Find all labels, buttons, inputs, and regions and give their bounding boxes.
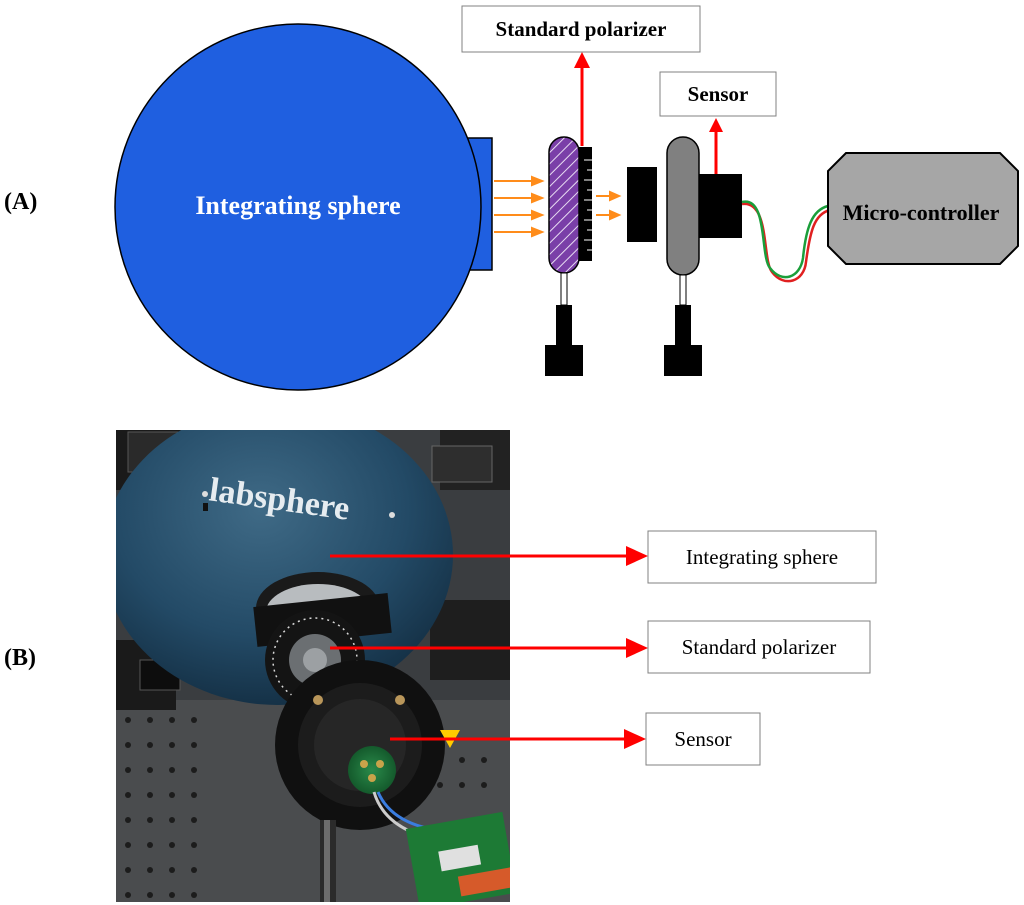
sensor-assembly bbox=[627, 136, 742, 376]
polarizer-disc bbox=[548, 136, 580, 274]
setup-photo: labsphere bbox=[116, 430, 510, 902]
panel-b-label: (B) bbox=[4, 645, 36, 671]
integrating-sphere: Integrating sphere bbox=[114, 23, 493, 391]
photo-sensor-board bbox=[348, 746, 396, 794]
panel-a-label: (A) bbox=[4, 189, 37, 215]
polarizer-label: Standard polarizer bbox=[496, 17, 667, 41]
controller-label: Micro-controller bbox=[843, 200, 1000, 225]
controller-body bbox=[827, 152, 1019, 265]
sensor-label-box bbox=[659, 71, 777, 117]
standard-polarizer bbox=[545, 136, 592, 376]
polarizer-scale bbox=[579, 147, 592, 261]
micro-controller: Micro-controller bbox=[827, 152, 1019, 265]
sensor-post-holder bbox=[675, 305, 691, 345]
polarizer-base bbox=[545, 345, 583, 376]
sensor-post bbox=[679, 274, 687, 306]
polarizer-post bbox=[560, 272, 568, 306]
sensor-wires bbox=[741, 200, 831, 283]
callout-standard-polarizer-text: Standard polarizer bbox=[682, 635, 837, 659]
light-beam-arrows bbox=[494, 175, 622, 238]
sensor-base bbox=[664, 345, 702, 376]
callout-standard-polarizer: Standard polarizer bbox=[647, 620, 871, 674]
photo-sphere-dome bbox=[116, 430, 453, 705]
callout-sensor: Sensor bbox=[645, 712, 761, 766]
polarizer-post-holder bbox=[556, 305, 572, 345]
photo-callout-arrows bbox=[330, 546, 648, 749]
sensor-mount-ring bbox=[666, 136, 700, 276]
sensor-label: Sensor bbox=[688, 82, 749, 106]
sphere-label: Integrating sphere bbox=[195, 191, 400, 220]
callout-sensor-text: Sensor bbox=[674, 727, 731, 751]
sphere-body bbox=[114, 23, 482, 391]
sensor-front-block bbox=[627, 167, 657, 242]
sensor-rear-block bbox=[692, 174, 742, 238]
polarizer-label-box bbox=[461, 5, 701, 53]
callout-integrating-sphere: Integrating sphere bbox=[647, 530, 877, 584]
callout-integrating-sphere-text: Integrating sphere bbox=[686, 545, 838, 569]
